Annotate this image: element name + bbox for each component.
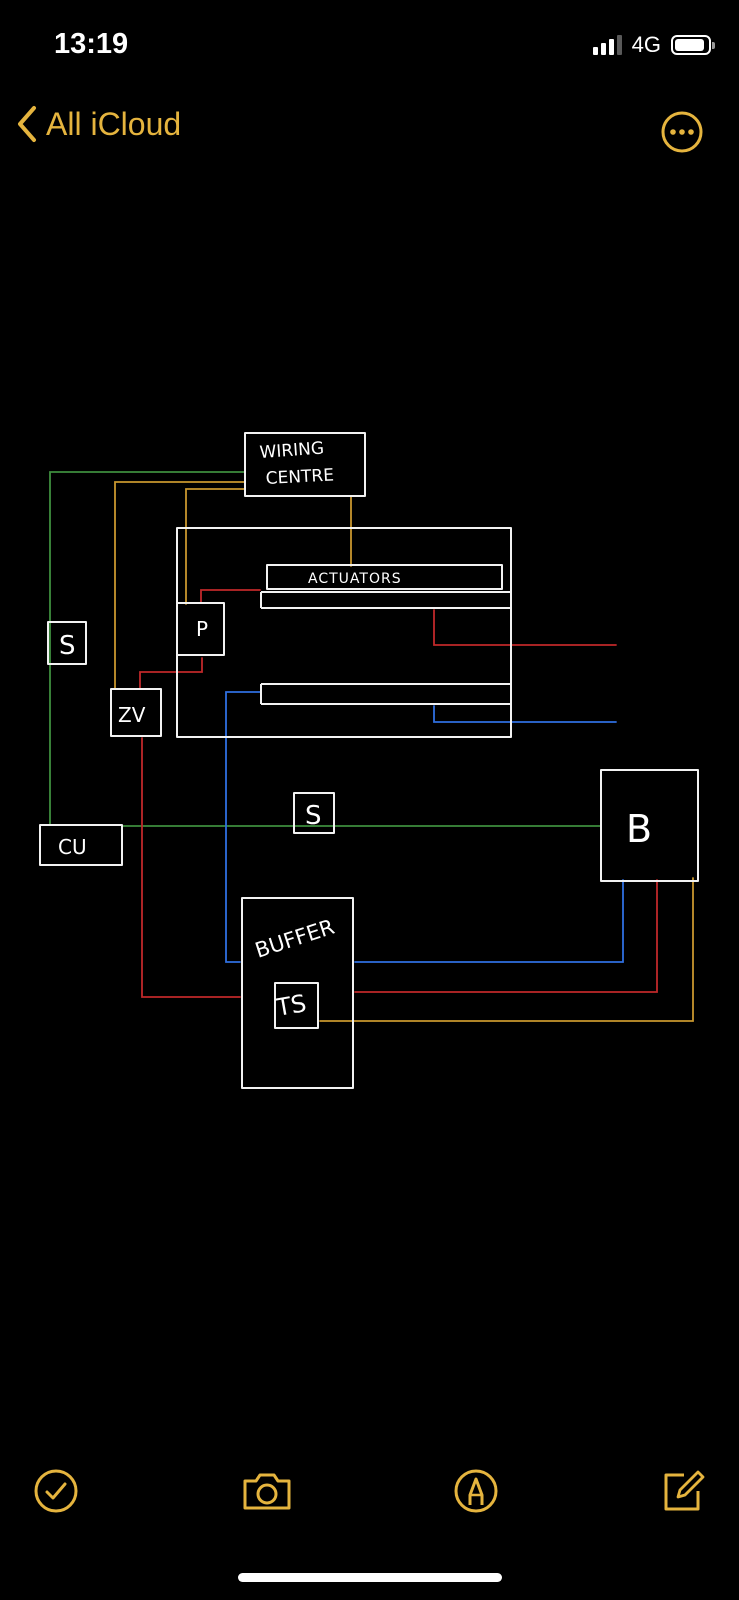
- back-button[interactable]: All iCloud: [14, 104, 181, 144]
- zone-valve-label: ZV: [118, 703, 146, 727]
- checklist-icon: [34, 1469, 78, 1513]
- wiring-centre-box: [244, 432, 366, 497]
- control-unit-box: [39, 824, 123, 866]
- markup-pen-icon: [454, 1469, 498, 1513]
- control-unit-label: CU: [58, 835, 87, 859]
- orange-wires: [114, 481, 694, 1022]
- temp-sensor-box: [274, 982, 319, 1029]
- cylinder-frame: [176, 527, 512, 738]
- red-wires: [139, 589, 658, 998]
- ellipsis-circle-icon: [661, 111, 703, 153]
- note-sketch-canvas[interactable]: WIRING CENTRE ACTUATORS P S ZV CU S B BU…: [0, 400, 739, 1120]
- zone-valve-box: [110, 688, 162, 737]
- status-time: 13:19: [54, 28, 129, 60]
- buffer-box: [241, 897, 354, 1089]
- markup-button[interactable]: [450, 1465, 502, 1517]
- signal-strength-icon: [592, 35, 622, 55]
- actuators-label: ACTUATORS: [308, 571, 402, 587]
- pump-label: P: [196, 617, 208, 641]
- pump-box: [176, 602, 225, 656]
- buffer-label: BUFFER: [252, 915, 337, 963]
- checklist-button[interactable]: [30, 1465, 82, 1517]
- home-indicator[interactable]: [238, 1573, 502, 1582]
- wiring-centre-label-line1: WIRING: [259, 439, 325, 463]
- actuators-box: [266, 564, 503, 590]
- chevron-left-icon: [18, 106, 36, 142]
- green-wires: [49, 471, 601, 827]
- camera-icon: [243, 1473, 291, 1510]
- network-type: 4G: [631, 32, 661, 57]
- wiring-centre-label-line2: CENTRE: [265, 465, 334, 489]
- sensor-left-box: [47, 621, 87, 665]
- back-button-label: All iCloud: [46, 105, 182, 142]
- temp-sensor-label: TS: [273, 989, 308, 1022]
- sensor-left-label: S: [59, 631, 76, 661]
- status-bar: 13:19 4G: [0, 0, 739, 90]
- blue-wires: [225, 691, 624, 963]
- battery-icon: [671, 35, 715, 55]
- compose-button[interactable]: [656, 1465, 708, 1517]
- sensor-middle-box: [293, 792, 335, 834]
- boiler-box: [600, 769, 699, 882]
- boiler-label: B: [626, 807, 652, 851]
- status-indicators: 4G: [592, 32, 715, 58]
- sensor-middle-label: S: [305, 801, 322, 831]
- more-options-button[interactable]: [660, 110, 704, 154]
- camera-button[interactable]: [239, 1465, 295, 1517]
- compose-icon: [664, 1470, 705, 1511]
